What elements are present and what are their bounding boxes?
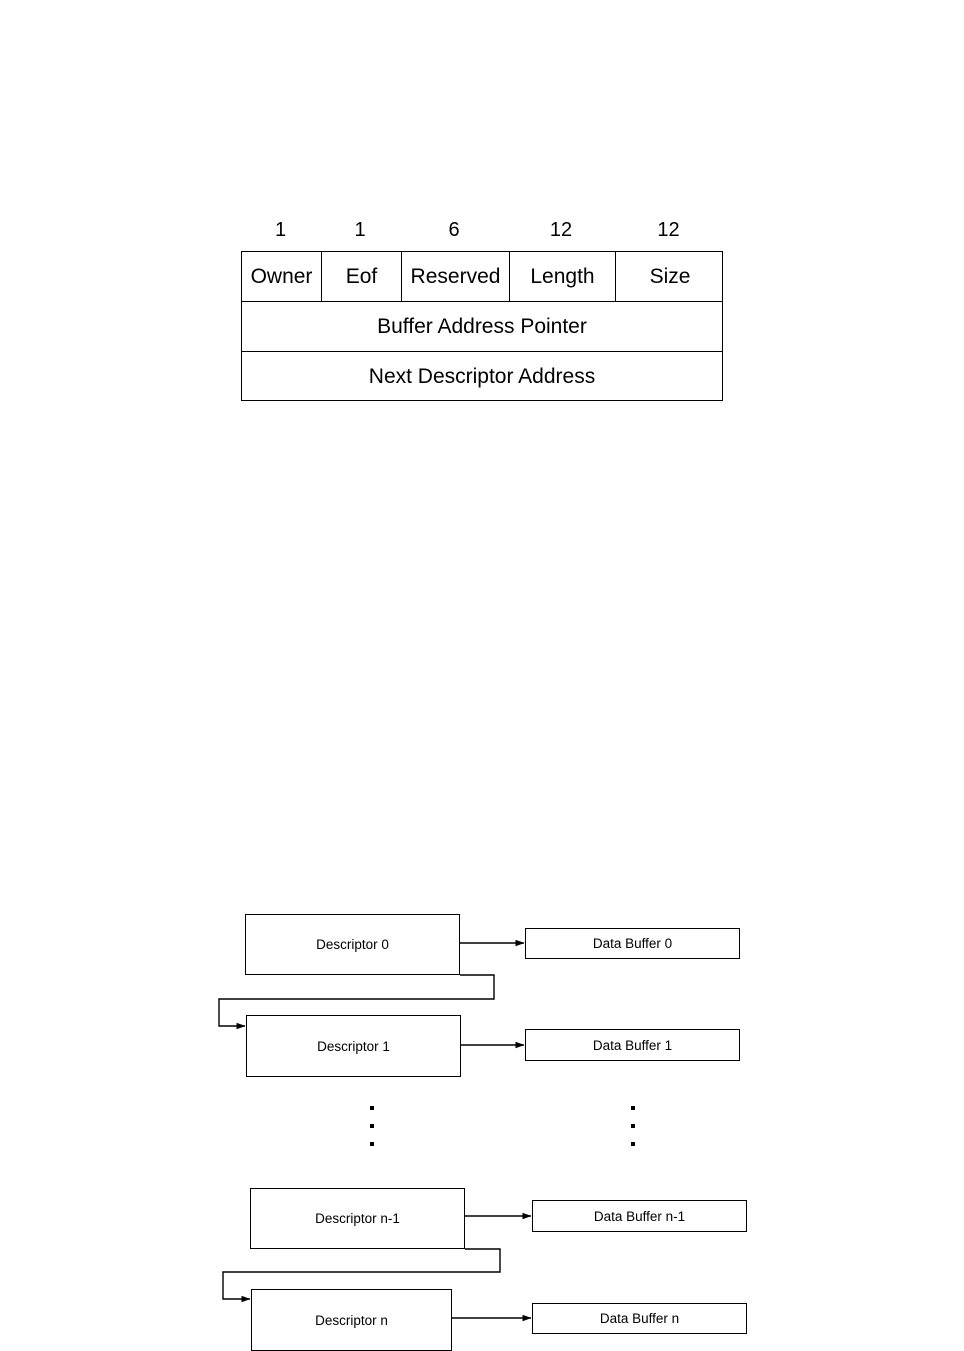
ellipsis-dot <box>370 1106 374 1110</box>
data-buffer-box-n-1: Data Buffer n-1 <box>532 1200 747 1232</box>
field-cell-length: Length <box>509 252 615 302</box>
ellipsis-buffers <box>631 1106 635 1146</box>
field-cell-size: Size <box>615 252 724 302</box>
descriptor-fields-row: Owner Eof Reserved Length Size <box>242 252 722 302</box>
descriptor-box-1: Descriptor 1 <box>246 1015 461 1077</box>
bit-width-size: 12 <box>657 219 680 241</box>
descriptor-format-table: Owner Eof Reserved Length Size Buffer Ad… <box>241 251 723 401</box>
ellipsis-dot <box>631 1142 635 1146</box>
bit-width-length: 12 <box>549 219 573 241</box>
data-buffer-box-n: Data Buffer n <box>532 1303 747 1334</box>
bit-width-labels: 1 1 6 12 12 <box>241 214 723 246</box>
ellipsis-dot <box>631 1106 635 1110</box>
data-buffer-box-0: Data Buffer 0 <box>525 928 740 959</box>
descriptor-box-n: Descriptor n <box>251 1289 452 1351</box>
data-buffer-box-1: Data Buffer 1 <box>525 1029 740 1061</box>
field-cell-eof: Eof <box>321 252 401 302</box>
buffer-address-row: Buffer Address Pointer <box>242 301 722 351</box>
ellipsis-descriptors <box>370 1106 374 1146</box>
field-cell-buffer-address-pointer: Buffer Address Pointer <box>377 314 587 338</box>
bit-width-eof: 1 <box>354 219 366 241</box>
field-cell-next-descriptor-address: Next Descriptor Address <box>368 364 596 388</box>
field-cell-reserved: Reserved <box>401 252 509 302</box>
ellipsis-dot <box>370 1124 374 1128</box>
field-cell-owner: Owner <box>250 265 313 288</box>
bit-width-owner: 1 <box>274 219 287 241</box>
next-descriptor-row: Next Descriptor Address <box>242 351 722 401</box>
descriptor-box-n-1: Descriptor n-1 <box>250 1188 465 1249</box>
ellipsis-dot <box>631 1124 635 1128</box>
ellipsis-dot <box>370 1142 374 1146</box>
bit-width-reserved: 6 <box>448 219 460 241</box>
descriptor-box-0: Descriptor 0 <box>245 914 460 975</box>
